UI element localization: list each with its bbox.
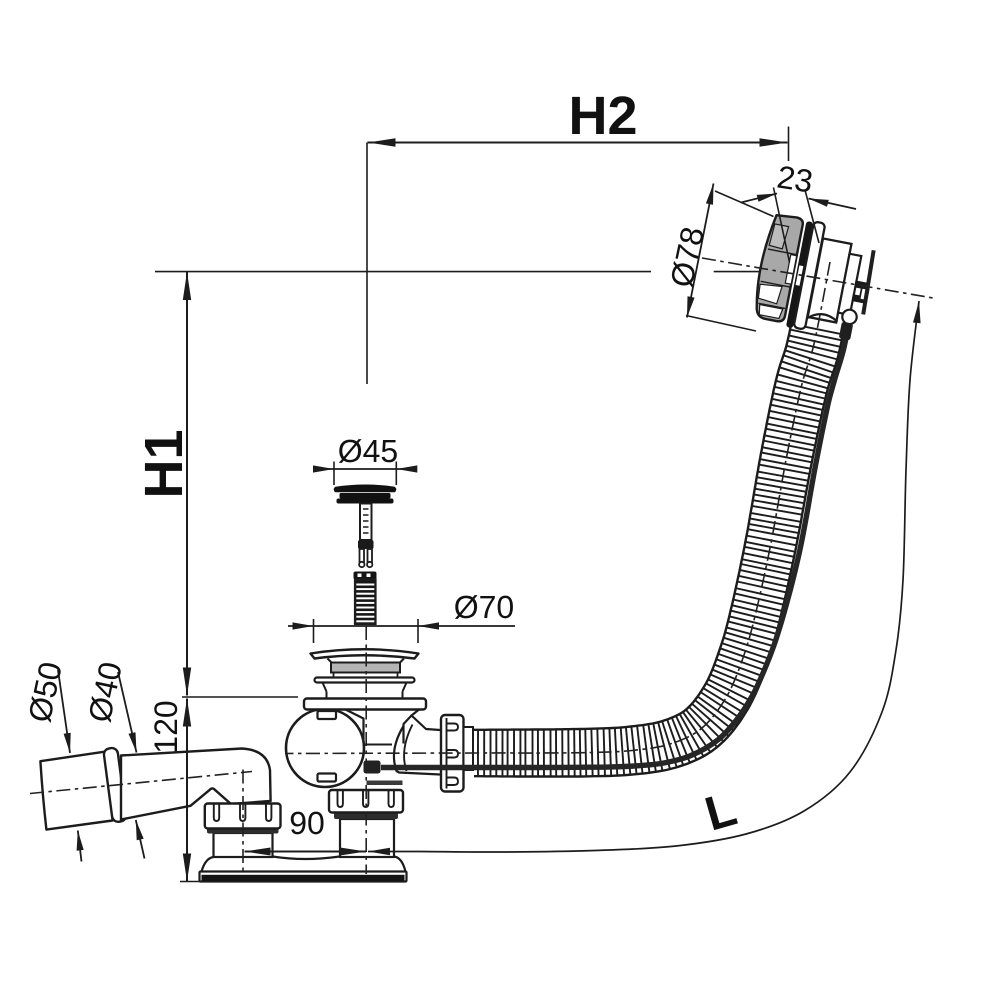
svg-text:Ø70: Ø70 — [454, 589, 515, 625]
svg-text:90: 90 — [289, 805, 325, 841]
svg-text:120: 120 — [148, 700, 184, 753]
svg-text:Ø45: Ø45 — [338, 433, 399, 469]
svg-text:23: 23 — [775, 158, 816, 199]
svg-text:H2: H2 — [568, 86, 637, 146]
svg-text:H1: H1 — [134, 429, 194, 498]
